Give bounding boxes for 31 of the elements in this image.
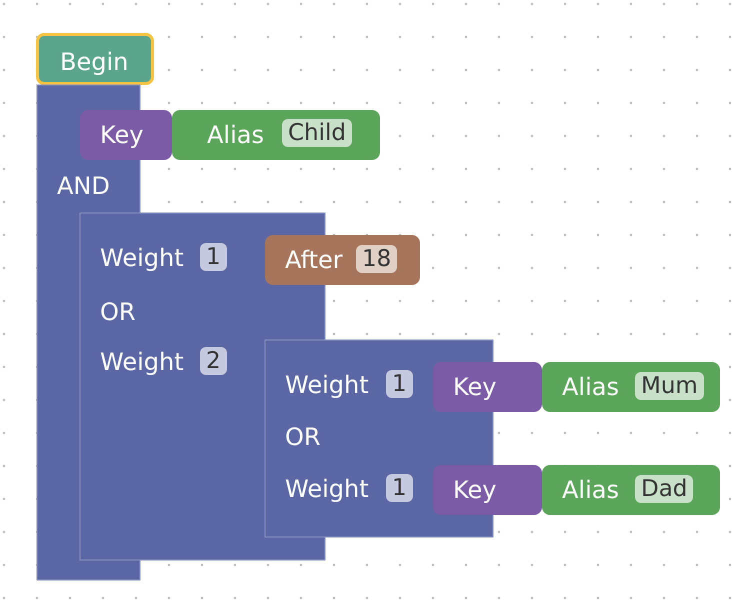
block-label: OR (285, 423, 321, 451)
value-field: 2 (200, 347, 227, 375)
block-label: OR (100, 298, 136, 326)
block-label: After (285, 246, 343, 274)
block-label: Key (453, 476, 497, 504)
block-label: Alias (562, 373, 619, 401)
block-label: Key (100, 121, 144, 149)
block-label: Begin (60, 48, 128, 76)
value-field: 1 (200, 243, 227, 271)
key-block (433, 362, 542, 412)
value-field: Child (282, 119, 352, 147)
block-label: Alias (207, 121, 264, 149)
after-block (265, 235, 420, 285)
block-label: AND (57, 172, 110, 200)
block-label: Weight (100, 348, 184, 376)
key-block (433, 465, 542, 515)
value-field: 18 (356, 245, 398, 273)
block-label: Weight (285, 371, 369, 399)
block-label: Alias (562, 476, 619, 504)
key-block (80, 110, 172, 160)
alias-block (172, 110, 380, 160)
block-label: Weight (285, 475, 369, 503)
block-label: Key (453, 373, 497, 401)
alias-block (542, 362, 720, 412)
value-field: 1 (386, 370, 413, 398)
value-field: Mum (635, 372, 704, 400)
alias-block (542, 465, 720, 515)
block-label: Weight (100, 244, 184, 272)
start-block (36, 33, 154, 85)
value-field: 1 (386, 474, 413, 502)
value-field: Dad (635, 475, 694, 503)
